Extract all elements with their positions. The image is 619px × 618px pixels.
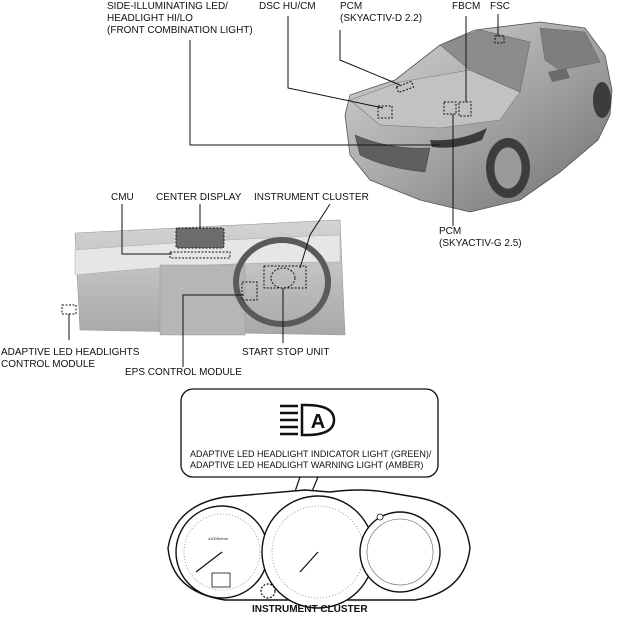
car-windshield bbox=[439, 29, 531, 93]
label-pcm-g-1: PCM bbox=[439, 226, 462, 237]
label-pcm-d-1: PCM bbox=[340, 1, 363, 12]
label-adaptive-module-1: ADAPTIVE LED HEADLIGHTS bbox=[1, 347, 140, 358]
car-headlight bbox=[430, 128, 487, 148]
label-center-display: CENTER DISPLAY bbox=[156, 192, 242, 203]
right-gauge-ring bbox=[359, 511, 441, 593]
right-gauge-inner bbox=[366, 518, 434, 586]
car-front-rim bbox=[493, 146, 523, 190]
label-dsc-hu-cm: DSC HU/CM bbox=[259, 1, 316, 12]
label-eps-control-module: EPS CONTROL MODULE bbox=[125, 367, 242, 378]
cluster-small-indicator bbox=[376, 513, 384, 521]
car-side-window bbox=[539, 27, 601, 71]
label-cmu: CMU bbox=[111, 192, 134, 203]
label-fsc: FSC bbox=[490, 1, 510, 12]
label-pcm-d-2: (SKYACTIV-D 2.2) bbox=[340, 13, 423, 24]
leader-side-led bbox=[189, 40, 440, 146]
car-grille bbox=[354, 134, 431, 173]
label-side-led-2: HEADLIGHT HI/LO bbox=[107, 13, 193, 24]
headlight-lines-icon bbox=[280, 404, 298, 436]
fbcm-marker bbox=[458, 101, 472, 117]
left-gauge-display bbox=[211, 572, 231, 588]
car-illustration bbox=[344, 21, 613, 213]
fsc-marker bbox=[494, 35, 505, 44]
label-adaptive-module-2: CONTROL MODULE bbox=[1, 359, 96, 370]
label-instrument-cluster-top: INSTRUMENT CLUSTER bbox=[254, 192, 369, 203]
leader-eps bbox=[182, 294, 244, 367]
label-indicator-1: ADAPTIVE LED HEADLIGHT INDICATOR LIGHT (… bbox=[190, 449, 432, 459]
label-fbcm: FBCM bbox=[452, 1, 481, 12]
adaptive-a-letter: A bbox=[311, 411, 325, 433]
label-indicator-2: ADAPTIVE LED HEADLIGHT WARNING LIGHT (AM… bbox=[190, 460, 424, 470]
eps-marker bbox=[241, 281, 258, 301]
car-mirror bbox=[548, 68, 570, 82]
indicator-location-marker bbox=[260, 583, 276, 599]
interior-leader-lines bbox=[68, 203, 331, 367]
label-side-led-3: (FRONT COMBINATION LIGHT) bbox=[107, 25, 253, 36]
label-pcm-g-2: (SKYACTIV-G 2.5) bbox=[439, 238, 522, 249]
label-start-stop-unit: START STOP UNIT bbox=[242, 347, 330, 358]
cmu-marker bbox=[169, 251, 231, 259]
leader-pcm-d bbox=[339, 30, 401, 86]
instrument-cluster-illustration: x1000r/min bbox=[167, 489, 471, 609]
dsc-hu-cm-marker bbox=[377, 105, 393, 119]
steering-wheel bbox=[233, 237, 331, 327]
headlight-lamp-icon bbox=[300, 403, 336, 437]
pcm-g-marker bbox=[443, 101, 457, 115]
adaptive-module-marker bbox=[61, 304, 77, 315]
car-rear-wheel bbox=[593, 82, 611, 118]
start-stop-marker bbox=[270, 267, 296, 289]
center-console bbox=[159, 264, 246, 336]
left-gauge-needle bbox=[195, 551, 223, 573]
left-gauge-face bbox=[183, 513, 261, 591]
tach-unit-label: x1000r/min bbox=[208, 536, 228, 541]
center-display-shape bbox=[175, 227, 225, 249]
label-instrument-cluster-bottom: INSTRUMENT CLUSTER bbox=[252, 604, 368, 615]
center-gauge-needle bbox=[299, 551, 319, 573]
dashboard-top bbox=[74, 234, 341, 276]
interior-illustration bbox=[61, 219, 346, 336]
leader-dsc bbox=[287, 16, 384, 109]
car-leader-lines bbox=[189, 14, 499, 226]
label-side-led-1: SIDE-ILLUMINATING LED/ bbox=[107, 1, 228, 12]
leader-instrument-cluster bbox=[299, 203, 331, 269]
leader-cmu bbox=[121, 204, 172, 255]
pcm-d-marker bbox=[395, 80, 415, 94]
